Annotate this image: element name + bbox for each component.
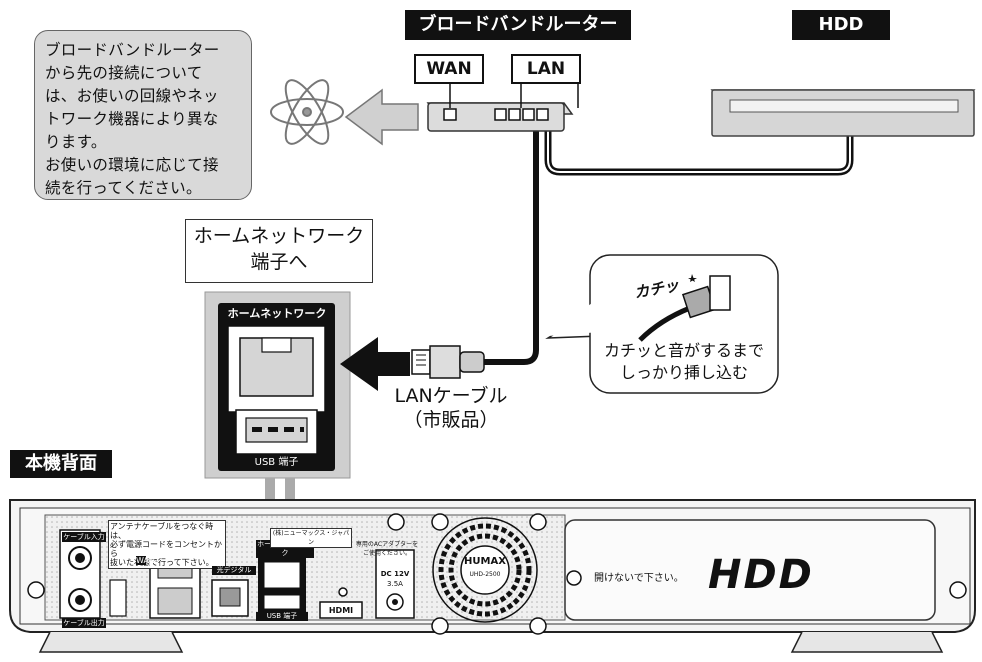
lan-cable (482, 120, 539, 365)
lan-connector-icon (411, 345, 485, 379)
lan-cable-label: LANケーブル （市販品） (386, 384, 516, 432)
note-line: から先の接続について (45, 64, 203, 82)
hdd-logo: HDD (708, 552, 814, 598)
plug-illustration (638, 274, 731, 342)
fan-vent-icon (432, 517, 538, 623)
antenna-warning: アンテナケーブルをつなぐ時は、 必ず電源コードをコンセントから 抜いた状態で行っ… (108, 520, 226, 569)
callout-line: ホームネットワーク (193, 225, 365, 247)
hdd-title: HDD (792, 10, 890, 40)
note-line: 続を行ってください。 (45, 179, 202, 197)
hdmi-label: HDMI (328, 606, 354, 615)
note-line: は、お使いの回線やネッ (45, 87, 219, 105)
home-network-callout: ホームネットワーク 端子へ (185, 219, 373, 283)
lan-port-label: LAN (511, 54, 581, 84)
click-caption-line: しっかり挿し込む (619, 363, 748, 382)
wan-port-label: WAN (414, 54, 484, 84)
note-line: お使いの環境に応じて接 (45, 156, 219, 174)
antenna-warning-line: 必ず電源コードをコンセントから (110, 540, 222, 558)
amp-label: 3.5A (387, 580, 403, 588)
rear-view-label: 本機背面 (10, 450, 112, 478)
arrow-to-internet (344, 88, 419, 146)
antenna-warning-line: 抜いた状態で行って下さい。 (110, 558, 214, 567)
router-hdd-cable-highlight (547, 120, 851, 173)
note-line: ります。 (45, 133, 107, 151)
adapter-note: 専用のACアダプターを ご使用ください。 (350, 540, 424, 558)
note-line: ブロードバンドルーター (45, 41, 220, 59)
cable-in-label: ケーブル入力 (62, 532, 106, 542)
router-title: ブロードバンドルーター (405, 10, 631, 40)
humax-logo: HUMAX (464, 556, 506, 567)
wan-rear-label: WAN (136, 556, 155, 565)
network-atom-icon (270, 79, 344, 145)
router-icon (426, 102, 574, 132)
company-label: (株)ニューマックス・ジャパン (270, 528, 352, 548)
note-line: トワーク機器により異な (45, 110, 219, 128)
panel-home-network-label: ホームネットワーク (227, 307, 327, 320)
model-number: UHD-2500 (469, 571, 501, 578)
click-caption-line: カチッと音がするまで (603, 341, 764, 360)
panel-usb-label: USB 端子 (254, 457, 299, 468)
optical-label: 光デジタル (212, 566, 256, 575)
adapter-note-line: ご使用ください。 (362, 550, 411, 557)
insert-arrow (340, 337, 410, 391)
click-caption: カチッと音がするまで しっかり挿し込む (594, 340, 774, 384)
cable-out-label: ケーブル出力 (62, 618, 106, 628)
hdd-device-icon (710, 89, 976, 137)
antenna-warning-line: アンテナケーブルをつなぐ時は、 (110, 522, 214, 540)
cable-label-line: （市販品） (403, 409, 499, 431)
adapter-note-line: 専用のACアダプターを (355, 541, 419, 548)
connection-note: ブロードバンドルーター から先の接続について は、お使いの回線やネッ トワーク機… (34, 30, 252, 200)
do-not-open-text: 開けないで下さい。 (594, 573, 684, 584)
cable-label-line: LANケーブル (394, 385, 508, 407)
callout-line: 端子へ (250, 251, 308, 273)
usb-rear-label: USB 端子 (256, 612, 308, 621)
dc-label: DC 12V (380, 570, 410, 578)
